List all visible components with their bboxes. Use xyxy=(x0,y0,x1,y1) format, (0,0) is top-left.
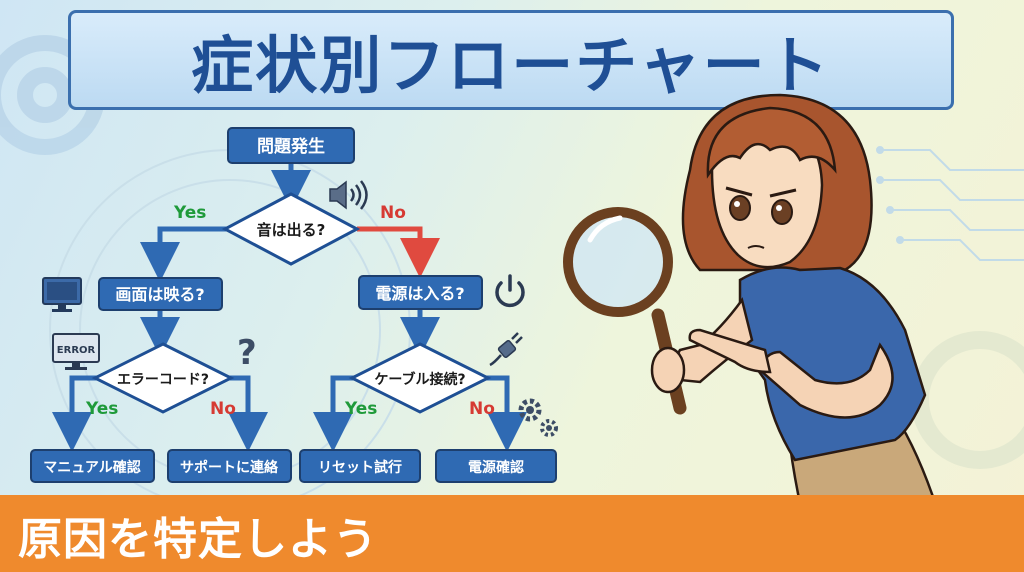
power-icon xyxy=(495,274,525,308)
hand-left xyxy=(650,346,686,394)
yes-label-error: Yes xyxy=(85,399,118,419)
arrow-error-yes xyxy=(52,375,100,452)
process-power-label: 電源は入る? xyxy=(375,284,464,303)
process-power: 電源は入る? xyxy=(358,275,483,310)
speaker-icon xyxy=(329,180,368,210)
circuit-lines-decoration xyxy=(876,146,1024,261)
end-support-label: サポートに連絡 xyxy=(180,459,279,476)
question-icon: ? xyxy=(237,333,257,373)
decision-error-label: エラーコード? xyxy=(117,372,209,388)
arrow-sound-yes xyxy=(140,226,227,282)
no-label-error: No xyxy=(210,399,236,419)
decision-cable: ケーブル接続? xyxy=(348,342,492,414)
hair-bangs xyxy=(706,106,837,179)
no-label-sound: No xyxy=(380,203,406,223)
end-reset-label: リセット試行 xyxy=(318,459,402,476)
arm-right xyxy=(758,342,894,419)
title-box: 症状別フローチャート xyxy=(68,10,954,110)
arrow-sound-no xyxy=(357,226,440,278)
end-support: サポートに連絡 xyxy=(167,449,292,483)
plug-icon xyxy=(489,332,523,367)
arrow-error-no xyxy=(228,375,268,452)
eye-right xyxy=(771,199,793,225)
mouth xyxy=(747,245,765,249)
hand-pointing xyxy=(688,328,772,374)
shirt xyxy=(738,266,927,462)
monitor-icon xyxy=(42,277,82,312)
page-title: 症状別フローチャート xyxy=(191,29,831,102)
eyebrow-left xyxy=(725,186,753,197)
eyebrow-right xyxy=(769,188,797,198)
decision-error: エラーコード? xyxy=(91,342,235,414)
process-screen-label: 画面は映る? xyxy=(115,285,204,304)
end-power: 電源確認 xyxy=(435,449,557,483)
gears-icon xyxy=(518,398,558,437)
start-node-label: 問題発生 xyxy=(257,136,325,157)
end-manual: マニュアル確認 xyxy=(30,449,155,483)
end-power-label: 電源確認 xyxy=(468,459,524,476)
error-icon-text: ERROR xyxy=(57,345,96,356)
process-screen: 画面は映る? xyxy=(98,277,223,311)
bottom-banner: 原因を特定しよう xyxy=(0,495,1024,572)
arrow-cable-no xyxy=(484,375,527,452)
decision-sound-label: 音は出る? xyxy=(257,221,326,239)
no-label-cable: No xyxy=(469,399,495,419)
decision-cable-label: ケーブル接続? xyxy=(374,371,465,388)
end-reset: リセット試行 xyxy=(299,449,421,483)
end-manual-label: マニュアル確認 xyxy=(43,459,141,476)
error-monitor-icon: ERROR xyxy=(52,333,100,370)
start-node: 問題発生 xyxy=(227,127,355,164)
svg-text:?: ? xyxy=(237,333,257,373)
yes-label-sound: Yes xyxy=(173,203,206,223)
yes-label-cable: Yes xyxy=(344,399,377,419)
banner-text: 原因を特定しよう xyxy=(18,514,378,565)
decision-sound: 音は出る? xyxy=(221,192,361,266)
eye-left xyxy=(729,195,751,221)
